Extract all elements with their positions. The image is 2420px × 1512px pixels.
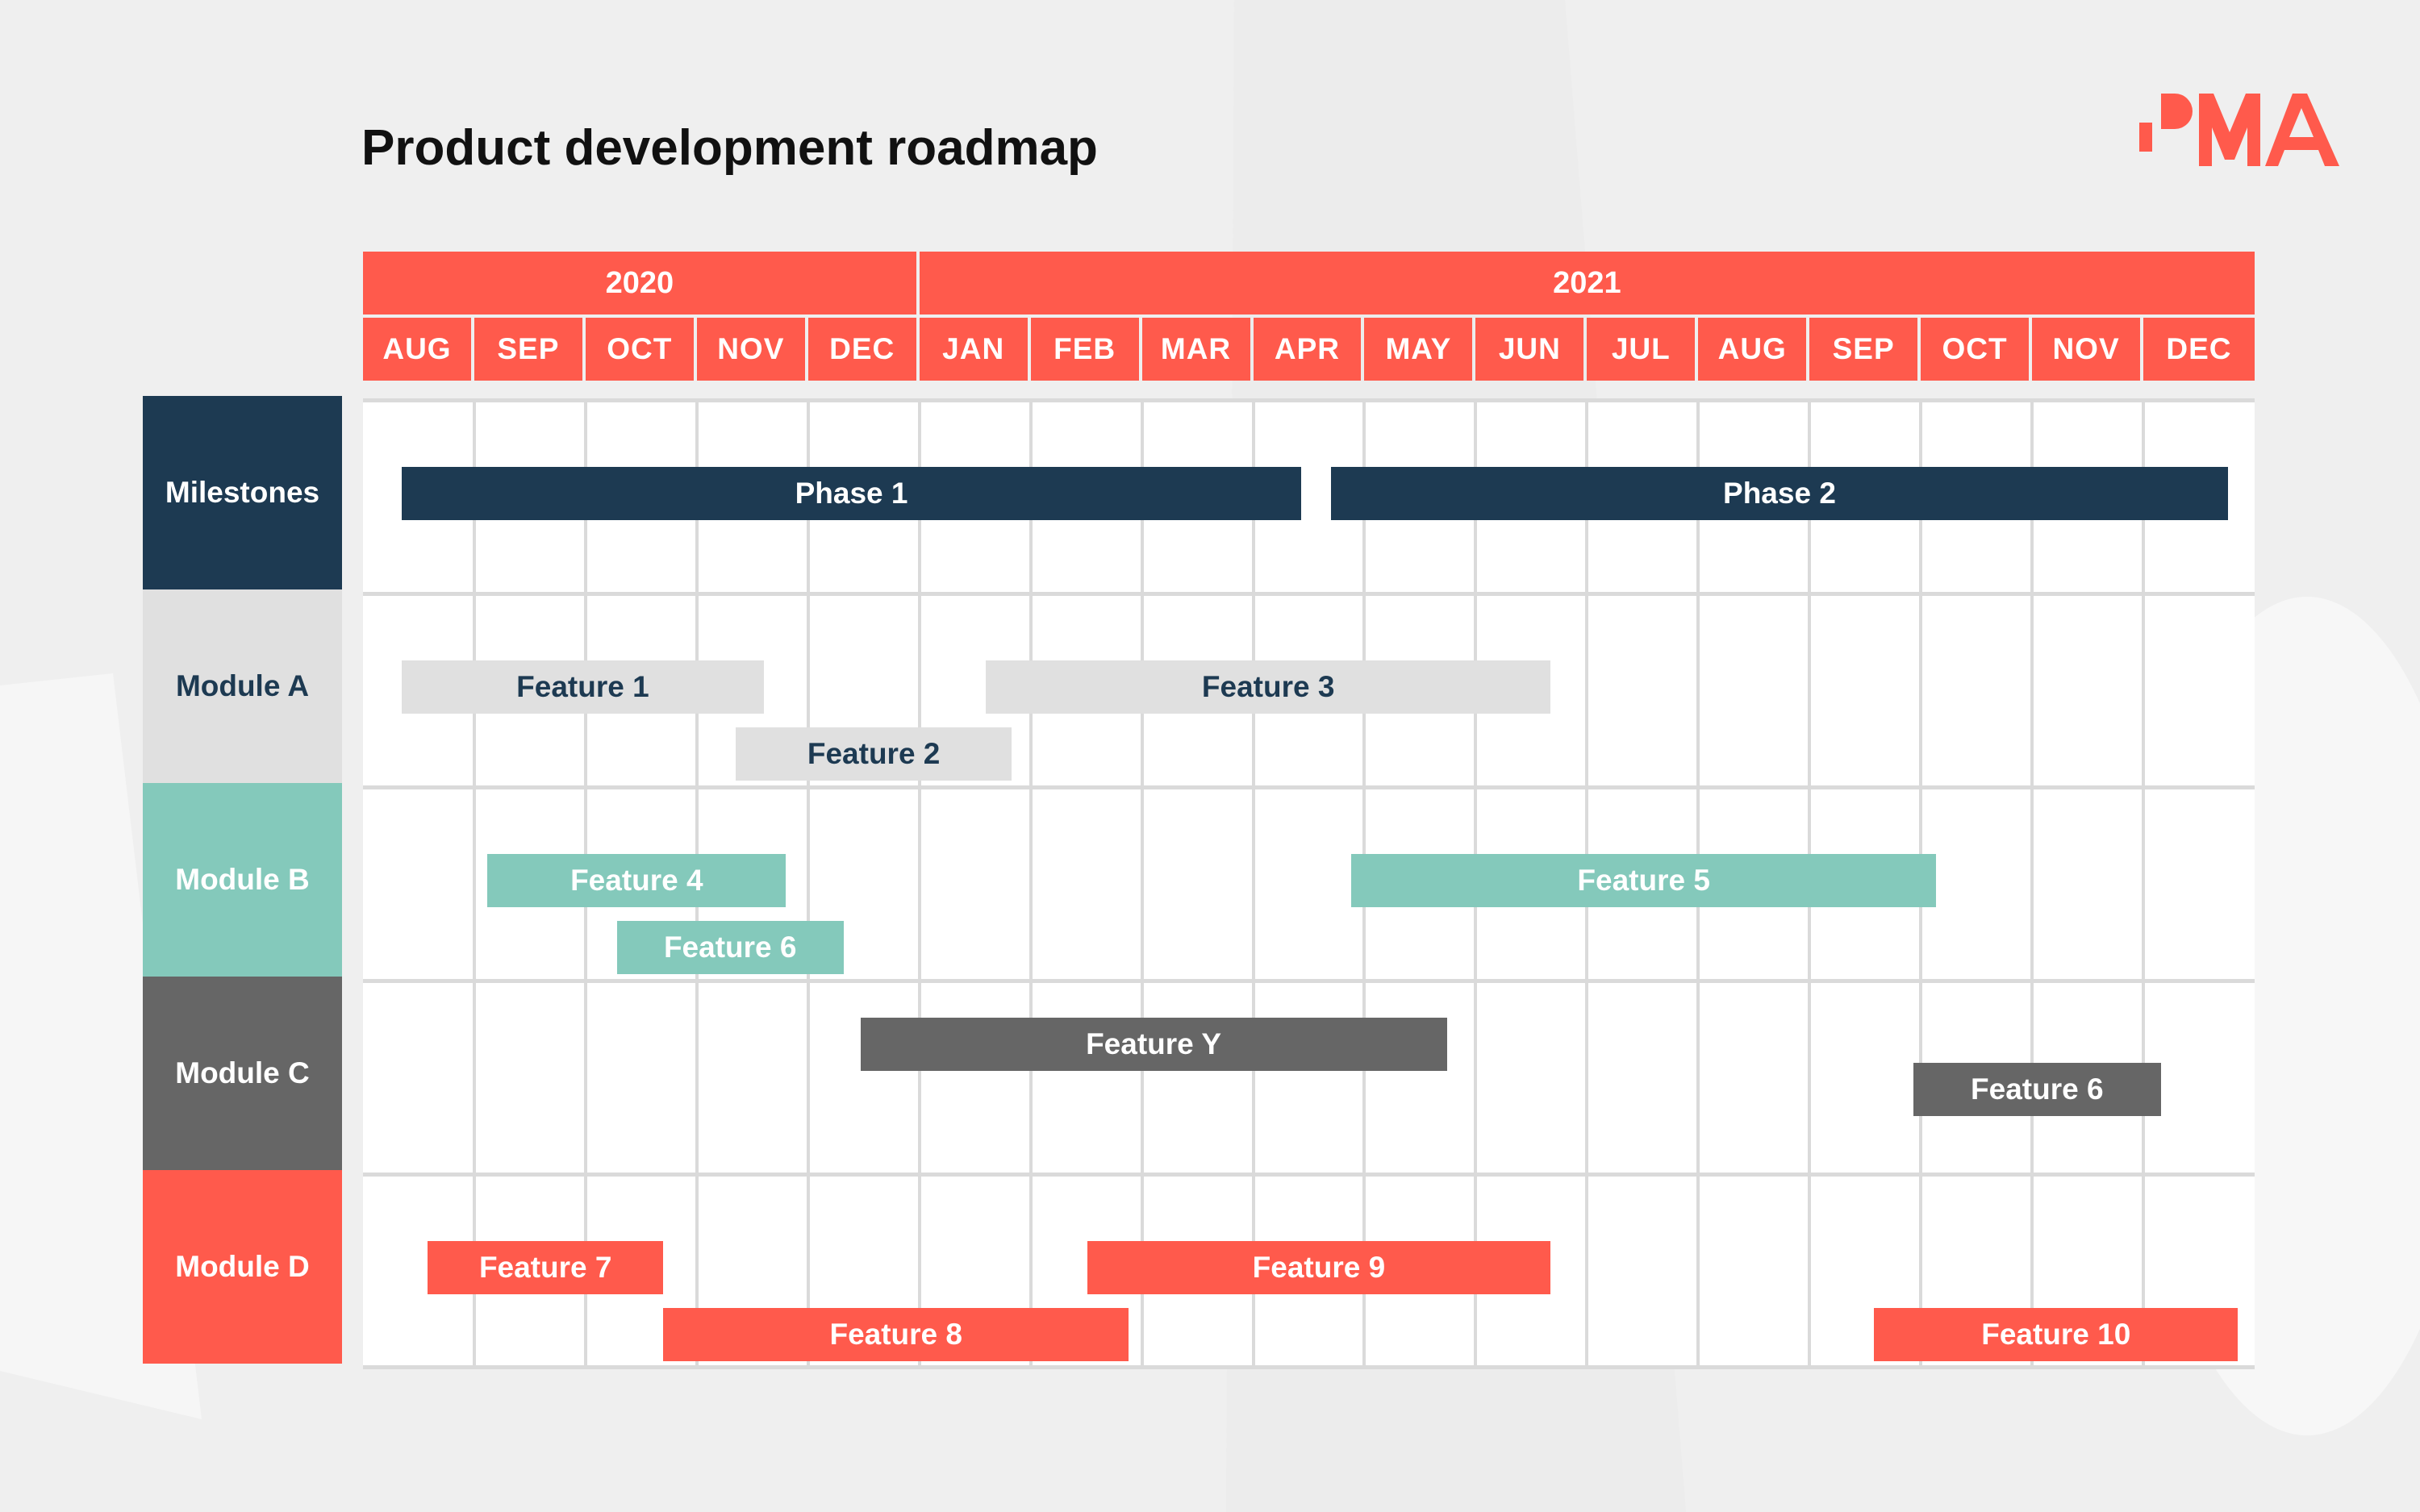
- month-apr: APR: [1253, 318, 1362, 381]
- month-nov: NOV: [2032, 318, 2140, 381]
- month-sep: SEP: [474, 318, 582, 381]
- bar-phase-2[interactable]: Phase 2: [1331, 467, 2228, 520]
- bar-feature-7[interactable]: Feature 7: [428, 1241, 664, 1294]
- bar-feature-8[interactable]: Feature 8: [663, 1308, 1129, 1361]
- month-jan: JAN: [919, 318, 1028, 381]
- month-feb: FEB: [1030, 318, 1139, 381]
- pma-logo: [2139, 94, 2339, 166]
- row-label-milestones: Milestones: [143, 396, 342, 589]
- grid-hline: [363, 398, 2255, 402]
- row-label-module-d: Module D: [143, 1170, 342, 1364]
- grid-vline: [917, 398, 921, 1369]
- grid-vline: [1251, 398, 1255, 1369]
- grid-hline: [363, 592, 2255, 596]
- bar-feature-10[interactable]: Feature 10: [1874, 1308, 2238, 1361]
- year-2021: 2021: [919, 252, 2255, 314]
- bar-feature-4[interactable]: Feature 4: [487, 854, 786, 907]
- month-aug: AUG: [363, 318, 471, 381]
- bar-feature-3[interactable]: Feature 3: [986, 660, 1550, 714]
- bar-feature-y[interactable]: Feature Y: [860, 1018, 1447, 1071]
- grid-vline: [472, 398, 476, 1369]
- bar-feature-2[interactable]: Feature 2: [736, 727, 1012, 781]
- month-mar: MAR: [1141, 318, 1250, 381]
- bar-phase-1[interactable]: Phase 1: [402, 467, 1301, 520]
- row-label-module-c: Module C: [143, 977, 342, 1170]
- grid-vline: [806, 398, 810, 1369]
- bar-feature-6[interactable]: Feature 6: [616, 921, 844, 974]
- month-sep: SEP: [1809, 318, 1918, 381]
- row-label-module-b: Module B: [143, 783, 342, 977]
- grid-vline: [2142, 398, 2146, 1369]
- grid-vline: [1140, 398, 1144, 1369]
- timeline-grid: Phase 1 Phase 2 Feature 1 Feature 3 Feature …: [363, 398, 2255, 1369]
- page-title: Product development roadmap: [361, 120, 1098, 176]
- month-jul: JUL: [1587, 318, 1696, 381]
- month-dec: DEC: [2143, 318, 2255, 381]
- month-oct: OCT: [585, 318, 694, 381]
- year-2020: 2020: [363, 252, 916, 314]
- grid-hline: [363, 785, 2255, 789]
- month-dec: DEC: [807, 318, 916, 381]
- grid-vline: [2030, 398, 2034, 1369]
- grid-hline: [363, 1173, 2255, 1177]
- grid-vline: [1028, 398, 1033, 1369]
- bar-feature-6[interactable]: Feature 6: [1913, 1063, 2162, 1116]
- row-label-module-a: Module A: [143, 589, 342, 783]
- month-aug: AUG: [1698, 318, 1807, 381]
- grid-hline: [363, 1365, 2255, 1369]
- month-may: MAY: [1364, 318, 1473, 381]
- month-nov: NOV: [696, 318, 805, 381]
- month-oct: OCT: [1921, 318, 2030, 381]
- bar-feature-9[interactable]: Feature 9: [1087, 1241, 1550, 1294]
- bar-feature-1[interactable]: Feature 1: [402, 660, 764, 714]
- bar-feature-5[interactable]: Feature 5: [1350, 854, 1937, 907]
- grid-hline: [363, 979, 2255, 983]
- month-jun: JUN: [1475, 318, 1584, 381]
